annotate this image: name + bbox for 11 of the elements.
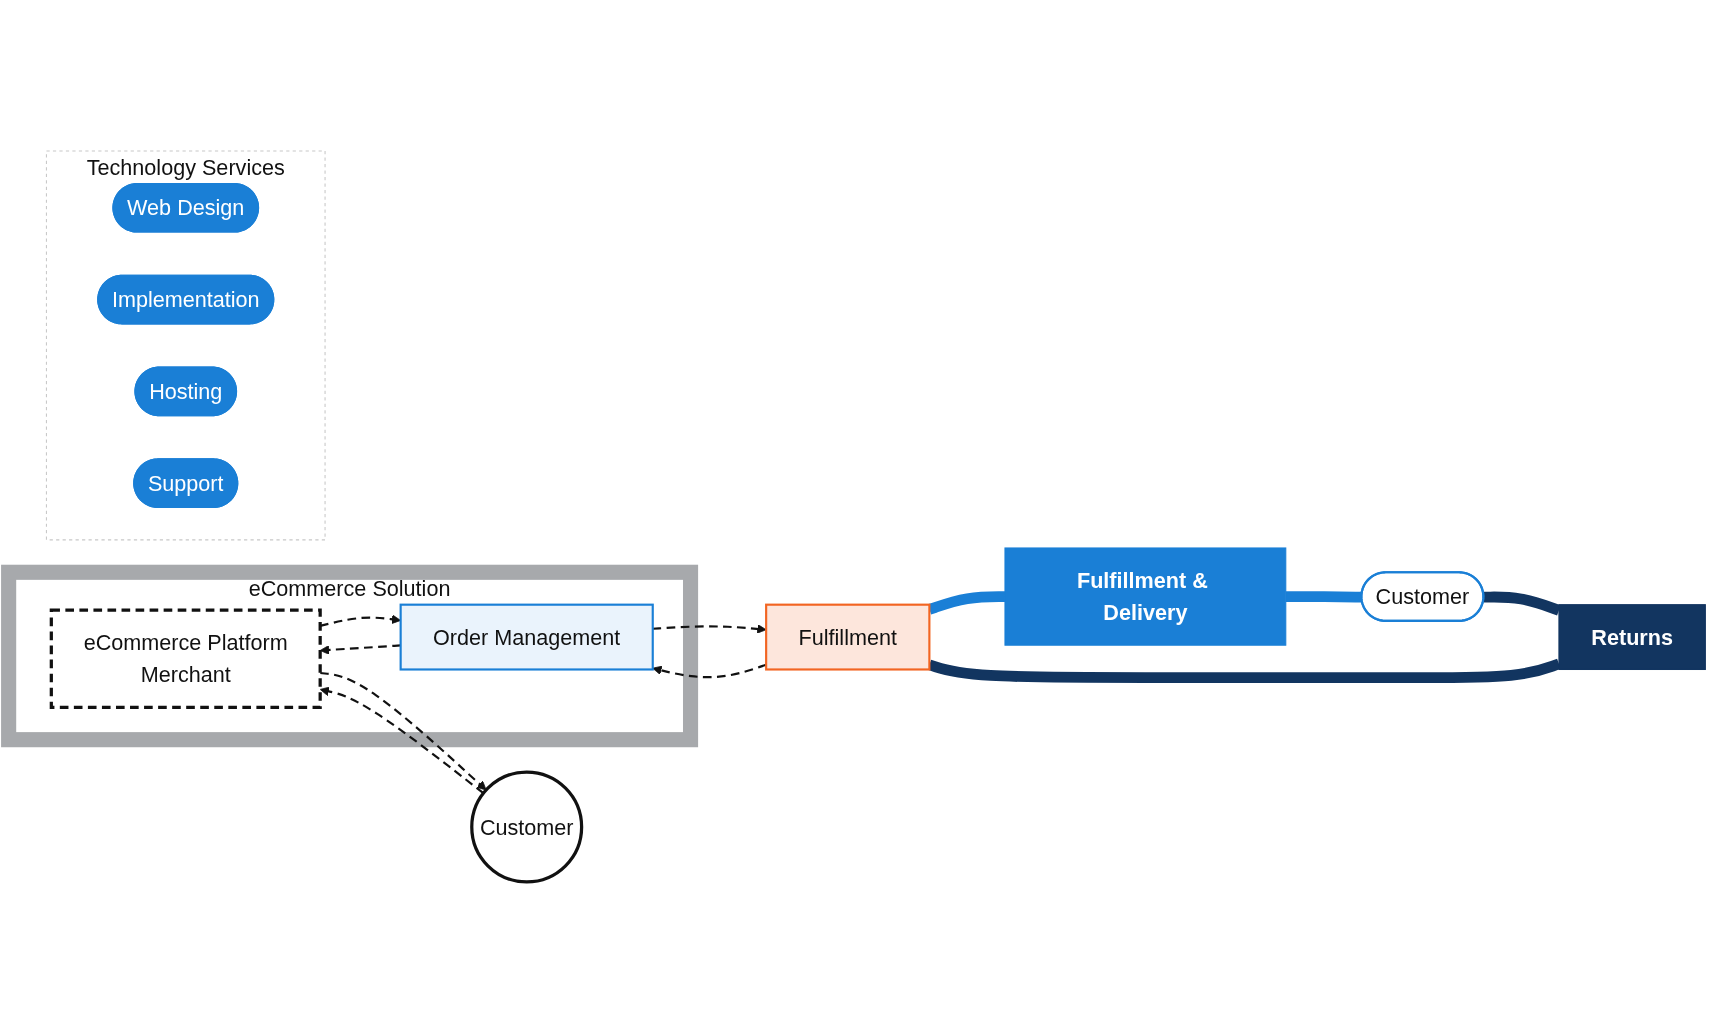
connector (1285, 591, 1362, 603)
node-box: Order Management (399, 603, 654, 671)
node-circle: Customer (470, 770, 584, 884)
connector (927, 591, 1005, 615)
connector (927, 658, 1561, 683)
node-box: Returns (1558, 604, 1706, 670)
node-box: Fulfillment & Delivery (1004, 547, 1287, 646)
arrow (652, 663, 767, 679)
node-box: Fulfillment (765, 603, 931, 671)
arrow (652, 624, 767, 634)
node-box: eCommerce Platform Merchant (49, 608, 322, 709)
